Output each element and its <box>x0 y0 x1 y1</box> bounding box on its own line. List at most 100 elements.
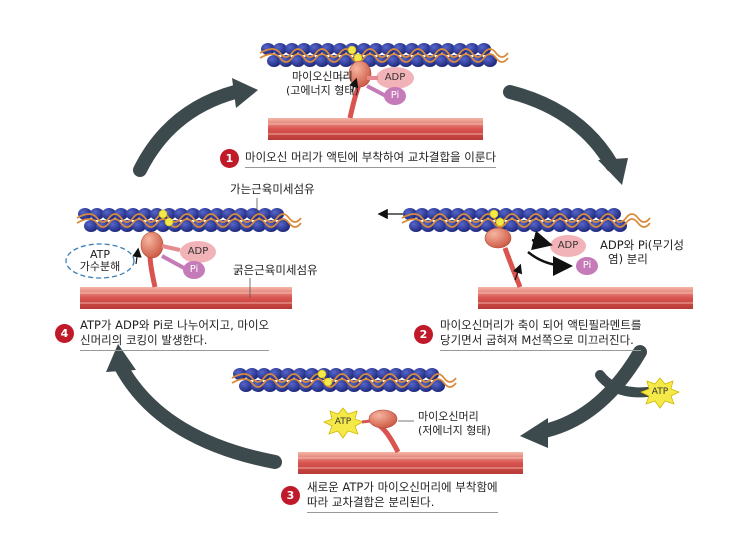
actin-bead <box>257 368 271 380</box>
cycle-arrow-bottom-right-head <box>520 418 548 448</box>
step-badge-2: 2 <box>414 325 433 344</box>
actin-bead <box>138 208 152 220</box>
atp-text-entry: ATP <box>651 387 669 397</box>
actin-bead <box>303 55 317 67</box>
actin-bead <box>327 55 341 67</box>
actin-bead <box>299 380 313 392</box>
step-badge-3: 3 <box>281 486 300 505</box>
actin-bead <box>471 55 485 67</box>
actin-bead <box>459 55 473 67</box>
actin-bead <box>433 220 447 232</box>
actin-bead <box>389 368 403 380</box>
actin-bead <box>305 368 319 380</box>
pi-text-2: Pi <box>582 260 592 271</box>
adp-text-4: ADP <box>187 246 209 257</box>
actin-bead <box>245 368 259 380</box>
thin-filament-label: 가는근육미세섬유 <box>230 182 315 196</box>
actin-bead <box>275 380 289 392</box>
actin-bead <box>186 208 200 220</box>
actin-bead <box>407 380 421 392</box>
actin-bead <box>192 220 206 232</box>
cycle-arrow-top-left-head <box>232 78 258 108</box>
thick-filament-3 <box>298 452 523 474</box>
actin-bead <box>441 43 455 55</box>
atp-burst-head <box>323 407 371 439</box>
actin-bead <box>421 220 435 232</box>
actin-bead <box>347 380 361 392</box>
actin-bead <box>102 208 116 220</box>
actin-bead <box>251 380 265 392</box>
actin-bead <box>417 43 431 55</box>
adp-pi-step2 <box>527 230 598 276</box>
actin-bead <box>84 220 98 232</box>
actin-bead <box>383 380 397 392</box>
actin-bead <box>341 368 355 380</box>
adp-chip-2 <box>550 235 586 257</box>
myosin-head-2 <box>484 227 523 288</box>
actin-filament-3 <box>231 368 457 392</box>
cycle-arrow-top-right <box>503 85 619 172</box>
actin-bead <box>216 220 230 232</box>
actin-bead <box>445 220 459 232</box>
actin-bead <box>511 208 525 220</box>
actin-bead <box>222 208 236 220</box>
actin-bead <box>335 380 349 392</box>
release-label: ADP와 Pi(무기성 염) 분리 <box>600 238 684 266</box>
tropomyosin-strand <box>231 373 457 383</box>
actin-filament-4 <box>76 208 302 232</box>
actin-bead <box>395 380 409 392</box>
actin-bead <box>375 55 389 67</box>
actin-bead <box>401 368 415 380</box>
cycle-arrow-top-left <box>133 85 242 177</box>
actin-bead <box>120 220 134 232</box>
actin-bead <box>463 208 477 220</box>
actin-bead <box>359 380 373 392</box>
step-badge-1: 1 <box>220 149 239 168</box>
actin-bead <box>353 368 367 380</box>
actin-bead <box>228 220 242 232</box>
actin-bead <box>315 55 329 67</box>
actin-bead <box>371 380 385 392</box>
actin-bead <box>273 43 287 55</box>
actin-bead <box>429 43 443 55</box>
step-badge-4: 4 <box>55 324 74 343</box>
actin-bead <box>270 208 284 220</box>
actin-filament-1 <box>259 43 509 67</box>
actin-bead <box>264 220 278 232</box>
step-caption-3: 새로운 ATP가 마이오신머리에 부착함에 따라 교차결합은 분리된다. <box>307 480 498 513</box>
actin-bead <box>287 380 301 392</box>
actin-bead <box>269 368 283 380</box>
actin-bead <box>553 220 567 232</box>
actin-bead <box>174 208 188 220</box>
actin-bead <box>559 208 573 220</box>
atp-text-head: ATP <box>334 417 352 427</box>
hydrolysis-oval <box>65 243 135 279</box>
pi-chip-1 <box>384 87 406 105</box>
actin-bead <box>333 43 347 55</box>
actin-bead <box>541 220 555 232</box>
actin-bead <box>114 208 128 220</box>
hydrolysis-label: ATP 가수분해 <box>79 248 121 273</box>
actin-bead <box>469 220 483 232</box>
actin-bead <box>132 220 146 232</box>
actin-bead <box>291 55 305 67</box>
actin-bead <box>252 220 266 232</box>
actin-bead <box>210 208 224 220</box>
actin-bead <box>377 368 391 380</box>
pi-chip-2 <box>576 257 598 275</box>
actin-bead <box>415 208 429 220</box>
actin-bead <box>595 208 609 220</box>
thick-filament-2 <box>478 287 693 309</box>
actin-bead <box>297 43 311 55</box>
actin-bead <box>477 43 491 55</box>
actin-bead <box>96 220 110 232</box>
actin-bead <box>180 220 194 232</box>
actin-bead <box>267 55 281 67</box>
adp-text-2: ADP <box>557 240 579 251</box>
actin-bead <box>309 43 323 55</box>
head-high-energy-label: 마이오신머리 (고에너지 형태) <box>286 70 359 97</box>
cycle-arrow-top-right-head <box>598 158 628 185</box>
actin-bead <box>419 380 433 392</box>
myosin-head-4 <box>132 231 164 288</box>
actin-bead <box>369 43 383 55</box>
